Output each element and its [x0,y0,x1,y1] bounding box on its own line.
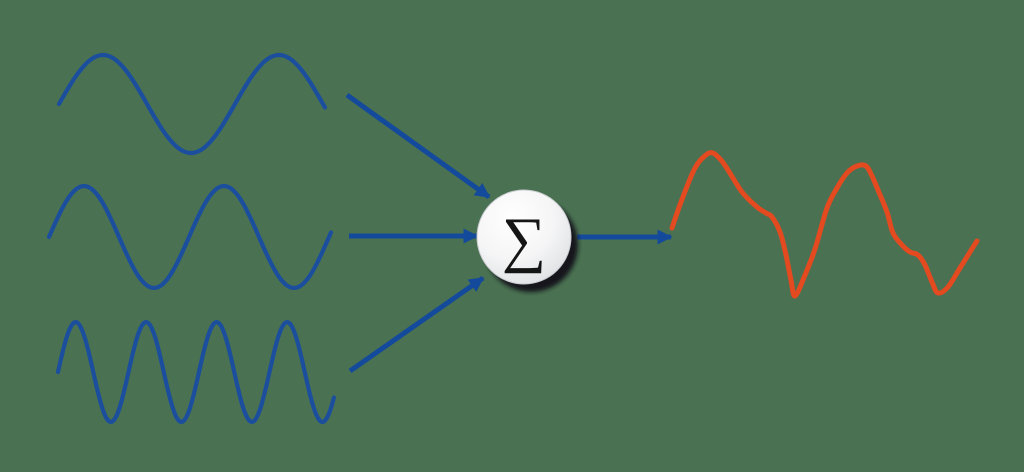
arrow-input-bottom [348,275,485,374]
summation-node: ∑ [476,189,578,292]
arrow-input-top [345,92,491,200]
node-circle [476,189,572,285]
input-wave-high-frequency [55,319,337,425]
input-wave-mid-frequency [46,184,334,290]
input-wave-low-frequency [56,52,328,156]
output-composite-wave [669,150,980,299]
sigma-symbol: ∑ [502,206,546,274]
